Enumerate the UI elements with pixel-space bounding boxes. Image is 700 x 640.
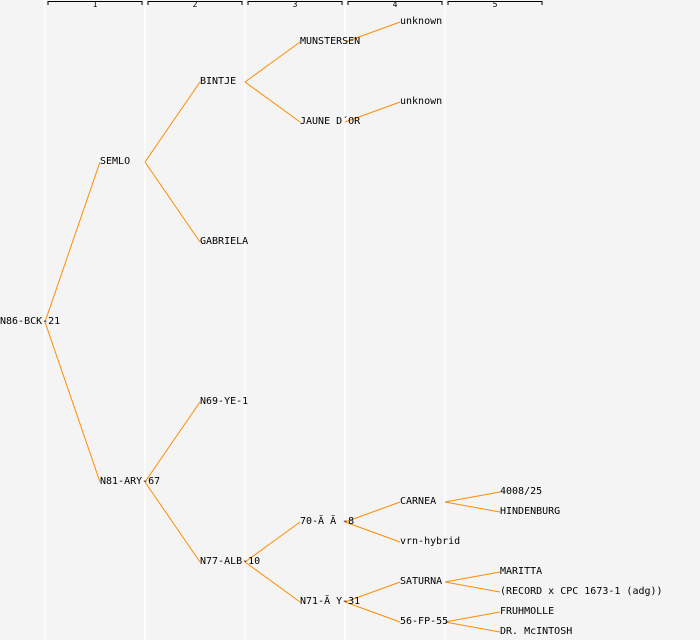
- node-bintje[interactable]: BINTJE: [200, 76, 237, 87]
- edge-jaune-unk2: [344, 101, 401, 123]
- node-maritta[interactable]: MARITTA: [500, 566, 543, 577]
- edge-n71-fp55: [344, 601, 401, 623]
- edge-n77-n71: [244, 561, 301, 603]
- node-n81[interactable]: N81-ARY-67: [100, 476, 161, 487]
- node-record[interactable]: (RECORD x CPC 1673-1 (adg)): [500, 586, 663, 597]
- edge-n70-vrn: [344, 521, 401, 543]
- node-unk1[interactable]: unknown: [400, 16, 443, 27]
- column-bracket: [247, 1, 343, 5]
- node-carnea[interactable]: CARNEA: [400, 496, 437, 507]
- node-n69[interactable]: N69-YE-1: [200, 396, 249, 407]
- edge-n81-n77: [144, 481, 201, 563]
- column-bracket: [147, 1, 243, 5]
- edge-saturna-record: [444, 581, 501, 593]
- node-gabriela[interactable]: GABRIELA: [200, 236, 249, 247]
- column-bracket: [447, 1, 543, 5]
- column-bracket: [347, 1, 443, 5]
- node-n4008[interactable]: 4008/25: [500, 486, 543, 497]
- column-number: 4: [392, 0, 398, 9]
- column-number: 1: [92, 0, 98, 9]
- node-vrn[interactable]: vrn-hybrid: [400, 536, 461, 547]
- edge-bintje-jaune: [244, 81, 301, 123]
- node-n70[interactable]: 70-Ă Ă -8: [300, 516, 355, 527]
- node-jaune[interactable]: JAUNE D´OR: [300, 116, 361, 127]
- edge-carnea-hind: [444, 501, 501, 513]
- node-saturna[interactable]: SATURNA: [400, 576, 443, 587]
- edge-n86-semlo: [44, 161, 101, 323]
- node-semlo[interactable]: SEMLO: [100, 156, 131, 167]
- node-hind[interactable]: HINDENBURG: [500, 506, 561, 517]
- edge-n81-n69: [144, 401, 201, 483]
- edge-n71-saturna: [344, 581, 401, 603]
- edge-fp55-fruh: [444, 611, 501, 623]
- node-fruh[interactable]: FRUHMOLLE: [500, 606, 555, 617]
- edge-saturna-maritta: [444, 571, 501, 583]
- edge-n86-n81: [44, 321, 101, 483]
- node-n71[interactable]: N71-Ă Y-31: [300, 596, 361, 607]
- node-n86[interactable]: N86-BCK-21: [0, 316, 61, 327]
- node-munstersen[interactable]: MUNSTERSEN: [300, 36, 361, 47]
- edge-n77-n70: [244, 521, 301, 563]
- edge-semlo-bintje: [144, 81, 201, 163]
- edge-bintje-munstersen: [244, 41, 301, 83]
- column-number: 3: [292, 0, 298, 9]
- column-number: 5: [492, 0, 498, 9]
- edge-carnea-n4008: [444, 491, 501, 503]
- node-n77[interactable]: N77-ALB-10: [200, 556, 261, 567]
- edge-fp55-mcintosh: [444, 621, 501, 633]
- column-number: 2: [192, 0, 198, 9]
- edge-semlo-gabriela: [144, 161, 201, 243]
- node-mcintosh[interactable]: DR. McINTOSH: [500, 626, 573, 637]
- node-unk2[interactable]: unknown: [400, 96, 443, 107]
- edge-n70-carnea: [344, 501, 401, 523]
- node-fp55[interactable]: 56-FP-55: [400, 616, 449, 627]
- edge-munstersen-unk1: [344, 21, 401, 43]
- column-bracket: [47, 1, 143, 5]
